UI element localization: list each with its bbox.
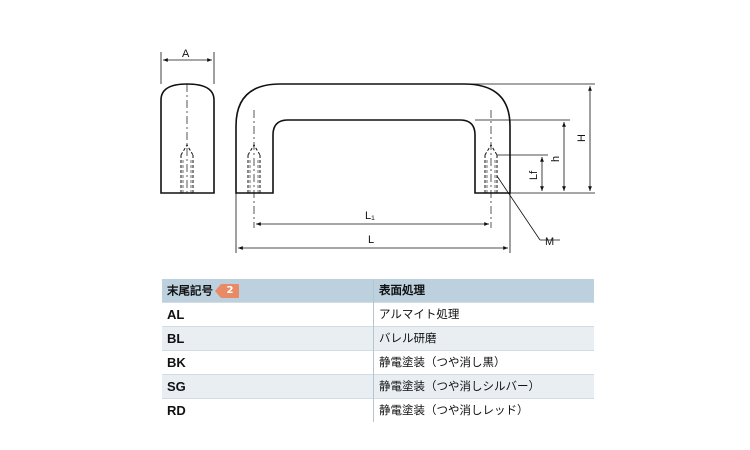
table-row: BL バレル研磨 — [162, 326, 594, 351]
table-row: SG 静電塗装（つや消しシルバー） — [162, 374, 594, 399]
row-finish: 静電塗装（つや消しレッド） — [373, 398, 594, 422]
dim-label-lf: Lf — [528, 170, 540, 180]
front-view-holes — [247, 110, 498, 228]
dimension-h-lf — [464, 83, 595, 194]
dim-label-m: M — [545, 236, 554, 248]
row-finish: バレル研磨 — [373, 326, 594, 351]
dim-label-l: L — [368, 234, 374, 246]
row-code: BK — [162, 350, 374, 375]
side-view-hole — [180, 84, 194, 193]
table-row: RD 静電塗装（つや消しレッド） — [162, 398, 594, 422]
dimension-l1-l — [235, 193, 511, 253]
row-code: RD — [162, 398, 374, 422]
dim-label-h-large: H — [576, 134, 588, 142]
row-code: BL — [162, 326, 374, 351]
dim-label-h-small: h — [550, 156, 562, 162]
side-view — [160, 83, 215, 194]
header-code-label: 末尾記号 — [167, 283, 213, 297]
dimension-a — [160, 52, 215, 84]
row-code: SG — [162, 374, 374, 399]
row-finish: 静電塗装（つや消し黒） — [373, 350, 594, 375]
table-row: AL アルマイト処理 — [162, 302, 594, 327]
header-finish: 表面処理 — [373, 279, 594, 303]
table-row: BK 静電塗装（つや消し黒） — [162, 350, 594, 375]
row-code: AL — [162, 302, 374, 327]
front-view — [235, 83, 511, 194]
row-finish: アルマイト処理 — [373, 302, 594, 327]
handle-dimension-drawing: A L₁ L Lf h H — [160, 48, 595, 253]
note-badge: 2 — [215, 283, 239, 298]
row-finish: 静電塗装（つや消しシルバー） — [373, 374, 594, 399]
dim-label-a: A — [182, 48, 190, 60]
dim-label-l1: L₁ — [365, 210, 375, 222]
thread-leader-m — [496, 175, 560, 241]
